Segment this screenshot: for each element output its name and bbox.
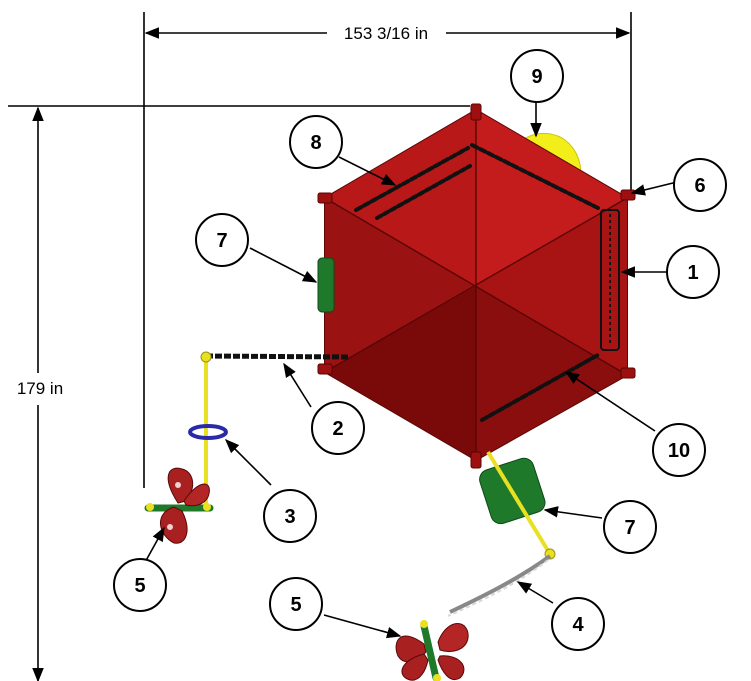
callout-3-label: 3 [284,506,295,528]
butterfly-left [160,467,210,544]
callout-5-bottom-label: 5 [290,594,301,616]
callout-7-right: 7 [603,500,657,554]
callout-9-label: 9 [531,66,542,88]
left-climber [144,351,349,512]
blue-ring [188,424,228,440]
callout-1-label: 1 [687,262,698,284]
callout-4-label: 4 [572,614,584,636]
height-dimension-label: 179 in [17,379,63,398]
right-climber [420,450,556,681]
hexagon-roof [317,103,636,469]
callout-1: 1 [666,245,720,299]
callout-9: 9 [510,49,564,103]
butterfly-bottom [395,623,469,681]
callout-5-left-label: 5 [134,575,145,597]
green-panel-left [317,257,335,313]
leader-lines [142,99,678,639]
callout-5-bottom: 5 [269,577,323,631]
callout-2: 2 [311,401,365,455]
callout-8: 8 [289,115,343,169]
callout-3: 3 [263,489,317,543]
callout-6: 6 [673,158,727,212]
width-dimension: 153 3/16 in [144,24,631,43]
callout-7-left-label: 7 [216,230,227,252]
height-dimension: 179 in [17,106,63,681]
callout-8-label: 8 [310,132,321,154]
side-frame [600,209,620,351]
callout-6-label: 6 [694,175,705,197]
callout-10-label: 10 [668,440,690,462]
width-dimension-label: 153 3/16 in [344,24,428,43]
callout-4: 4 [551,597,605,651]
callout-10: 10 [652,423,706,477]
callout-7-left: 7 [195,213,249,267]
edge-rails [354,143,600,422]
callout-2-label: 2 [332,418,343,440]
callout-5-left: 5 [113,558,167,612]
extension-lines [8,12,632,488]
callout-7-right-label: 7 [624,517,635,539]
